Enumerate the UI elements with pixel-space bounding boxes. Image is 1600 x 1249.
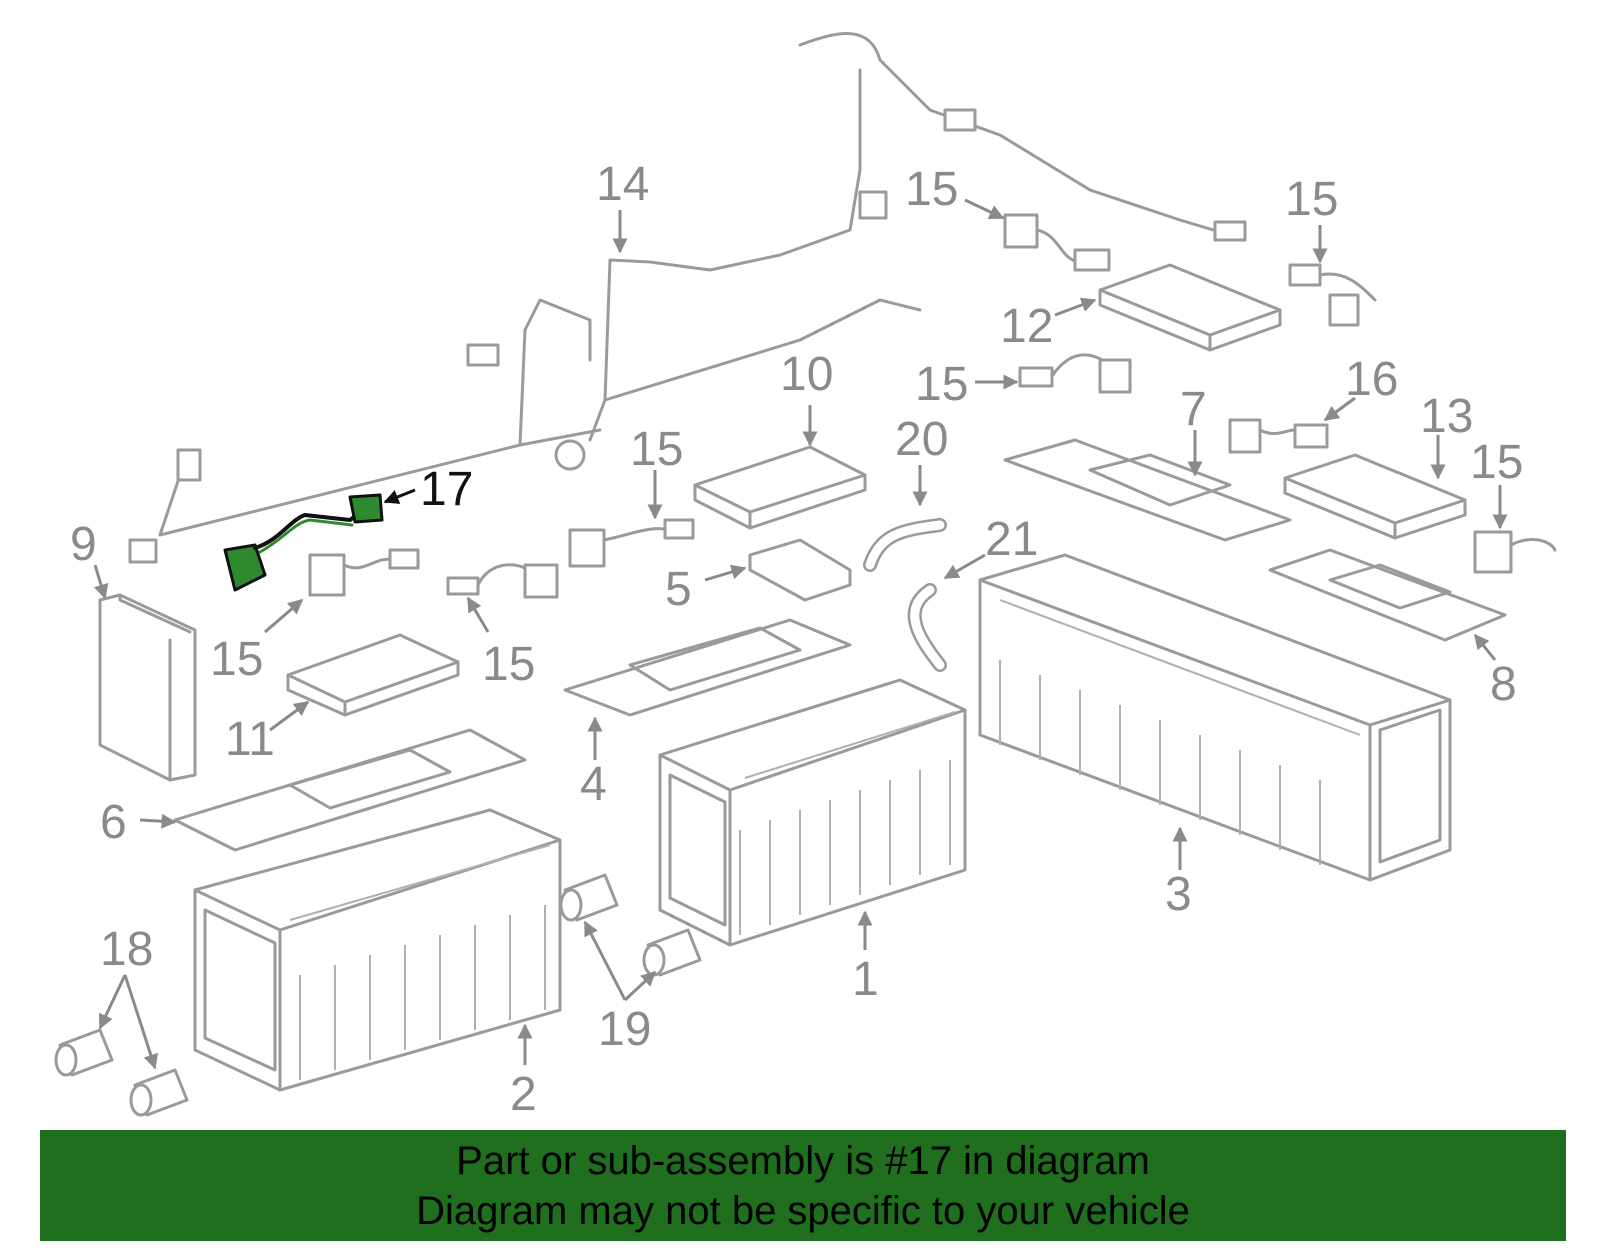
callout-20[interactable]: 20 — [895, 413, 948, 466]
callout-6[interactable]: 6 — [100, 796, 127, 849]
callout-13[interactable]: 13 — [1420, 390, 1473, 443]
bushing-18b[interactable] — [129, 1068, 189, 1117]
harness-16[interactable] — [1228, 418, 1329, 454]
battery-section-3[interactable] — [978, 553, 1452, 882]
module-11[interactable] — [286, 633, 460, 717]
callout-labels: 14 15 15 12 15 10 7 16 13 15 15 20 21 5 … — [70, 158, 1523, 1121]
callout-15[interactable]: 15 — [1470, 436, 1523, 489]
harness-17-highlighted[interactable] — [223, 493, 384, 592]
callout-11[interactable]: 11 — [225, 713, 275, 766]
info-banner: Part or sub-assembly is #17 in diagram D… — [40, 1130, 1566, 1241]
sensor-harness-15[interactable] — [308, 213, 1557, 599]
callout-2[interactable]: 2 — [510, 1068, 537, 1121]
cover-plate-4[interactable] — [563, 618, 852, 717]
battery-section-2[interactable] — [193, 808, 562, 1092]
callout-15[interactable]: 15 — [210, 633, 263, 686]
module-13[interactable] — [1283, 453, 1467, 540]
callout-21[interactable]: 21 — [985, 513, 1038, 566]
cover-plate-6[interactable] — [173, 728, 527, 852]
hose-20[interactable] — [863, 518, 947, 572]
banner-disclaimer-line: Diagram may not be specific to your vehi… — [416, 1188, 1190, 1233]
callout-7[interactable]: 7 — [1180, 383, 1207, 436]
callout-10[interactable]: 10 — [780, 348, 833, 401]
module-9[interactable] — [98, 593, 197, 782]
bushing-18a[interactable] — [54, 1028, 114, 1077]
bracket-5[interactable] — [748, 538, 852, 602]
bushing-19a[interactable] — [559, 873, 619, 922]
callout-19[interactable]: 19 — [598, 1003, 651, 1056]
callout-8[interactable]: 8 — [1490, 658, 1517, 711]
callout-5[interactable]: 5 — [665, 563, 692, 616]
cover-plate-7[interactable] — [1003, 438, 1292, 542]
wiring-harness-14[interactable] — [128, 32, 1247, 564]
callout-4[interactable]: 4 — [580, 758, 607, 811]
banner-part-line: Part or sub-assembly is #17 in diagram — [456, 1138, 1150, 1183]
callout-14[interactable]: 14 — [596, 158, 649, 211]
callout-9[interactable]: 9 — [70, 518, 97, 571]
battery-section-1[interactable] — [658, 678, 967, 947]
callout-3[interactable]: 3 — [1165, 868, 1192, 921]
callout-15[interactable]: 15 — [630, 423, 683, 476]
bushing-19b[interactable] — [642, 928, 702, 977]
callout-15[interactable]: 15 — [1285, 173, 1338, 226]
callout-17-highlighted[interactable]: 17 — [420, 463, 473, 516]
callout-15[interactable]: 15 — [915, 358, 968, 411]
callout-16[interactable]: 16 — [1345, 353, 1398, 406]
leader-lines — [93, 198, 1508, 1070]
callout-15[interactable]: 15 — [905, 163, 958, 216]
cover-plate-8[interactable] — [1268, 548, 1507, 642]
module-10[interactable] — [693, 445, 867, 530]
module-12[interactable] — [1098, 263, 1282, 352]
callout-18[interactable]: 18 — [100, 923, 153, 976]
callout-1[interactable]: 1 — [852, 953, 879, 1006]
hose-21[interactable] — [907, 583, 947, 672]
callout-12[interactable]: 12 — [1000, 300, 1053, 353]
callout-15[interactable]: 15 — [482, 638, 535, 691]
